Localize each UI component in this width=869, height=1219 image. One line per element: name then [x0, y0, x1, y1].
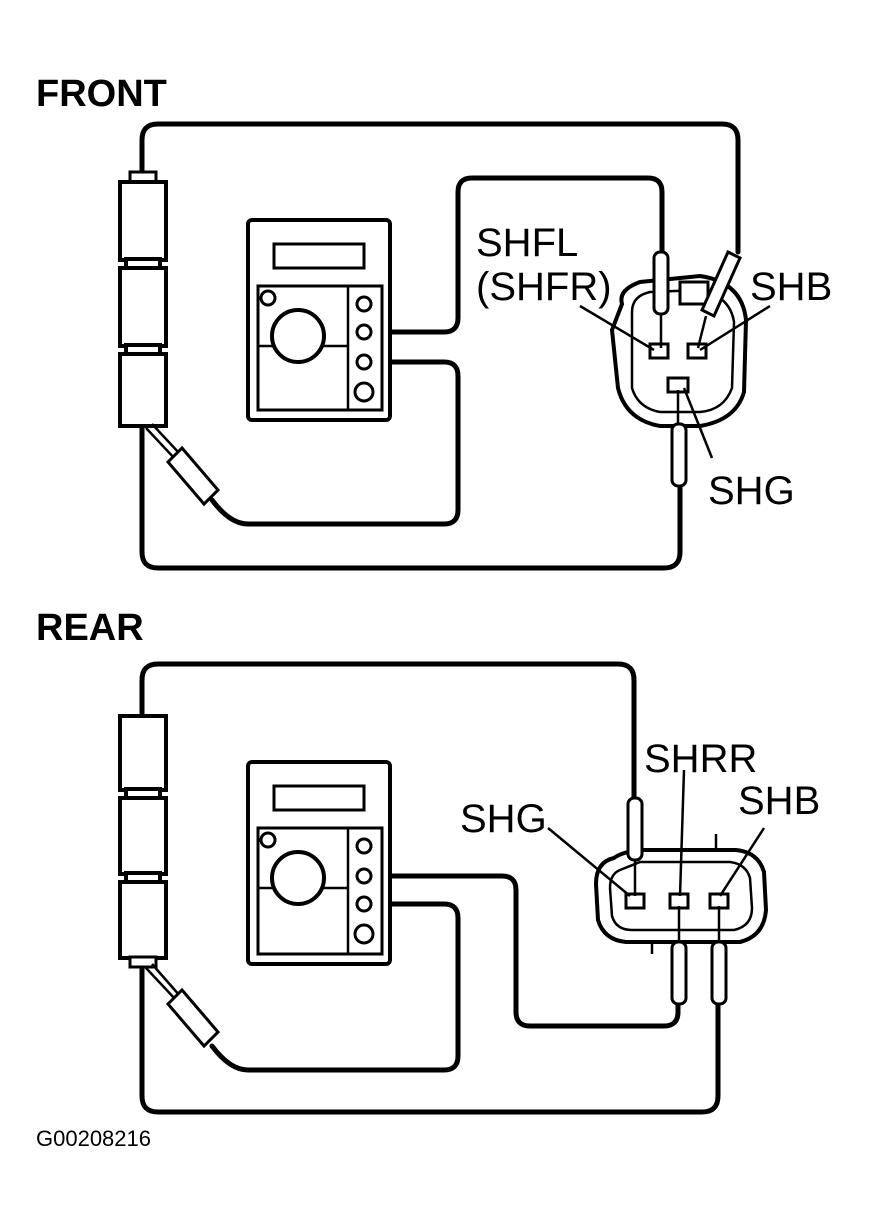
rear-battery-cell-3 [118, 880, 168, 960]
rear-multimeter [246, 760, 392, 966]
front-meter-display [272, 242, 366, 270]
front-label-shfr: (SHFR) [476, 265, 612, 309]
front-wire-bottom [139, 422, 683, 571]
rear-meter-jack-2 [355, 895, 373, 913]
rear-wire-meter-probe [209, 901, 461, 1073]
front-heading: FRONT [36, 73, 167, 115]
front-meter-jack-2 [355, 353, 373, 371]
front-terminal-shfl [648, 342, 670, 360]
front-label-shfl: SHFL [476, 221, 578, 265]
rear-probe [145, 963, 221, 1049]
rear-label-shb: SHB [738, 779, 820, 823]
front-battery-pack [118, 170, 168, 428]
front-terminal-shb [686, 342, 708, 360]
rear-battery-cell-2 [118, 796, 168, 876]
rear-meter-jack-1 [355, 867, 373, 885]
front-battery-cell-1 [118, 180, 168, 262]
rear-label-shg: SHG [460, 797, 547, 841]
rear-meter-dial [270, 850, 326, 906]
rear-section: REAR [36, 607, 820, 1115]
front-probe-shfl [652, 250, 670, 348]
rear-wire-meter-shrr [367, 873, 681, 1029]
front-probe-shb [696, 249, 742, 349]
rear-battery-pack [118, 714, 168, 969]
rear-probe-shg [626, 796, 644, 896]
rear-heading: REAR [36, 607, 144, 649]
front-label-shb: SHB [750, 265, 832, 309]
rear-wire-top [139, 661, 637, 803]
front-probe-shg [670, 390, 688, 488]
front-probe [145, 423, 221, 507]
rear-battery-cell-1 [118, 714, 168, 792]
front-meter-jack-1 [355, 323, 373, 341]
front-battery-cell-3 [118, 352, 168, 428]
rear-probe-shrr [670, 906, 688, 1006]
front-wire-top [139, 121, 741, 255]
front-meter-dial [270, 308, 326, 364]
rear-terminal-shrr [668, 892, 690, 910]
front-wire-meter-shfl [367, 175, 665, 335]
front-section: FRONT [36, 73, 832, 571]
front-multimeter [246, 218, 392, 422]
rear-terminal-shb [708, 892, 730, 910]
rear-probe-shb [710, 906, 728, 1006]
rear-label-shrr: SHRR [644, 737, 757, 781]
front-wire-meter-probe [209, 359, 461, 527]
front-label-shg: SHG [708, 469, 795, 513]
figure-code: G00208216 [36, 1126, 151, 1151]
front-battery-cell-2 [118, 266, 168, 348]
rear-wire-bottom [139, 963, 721, 1115]
rear-meter-display [272, 784, 366, 812]
